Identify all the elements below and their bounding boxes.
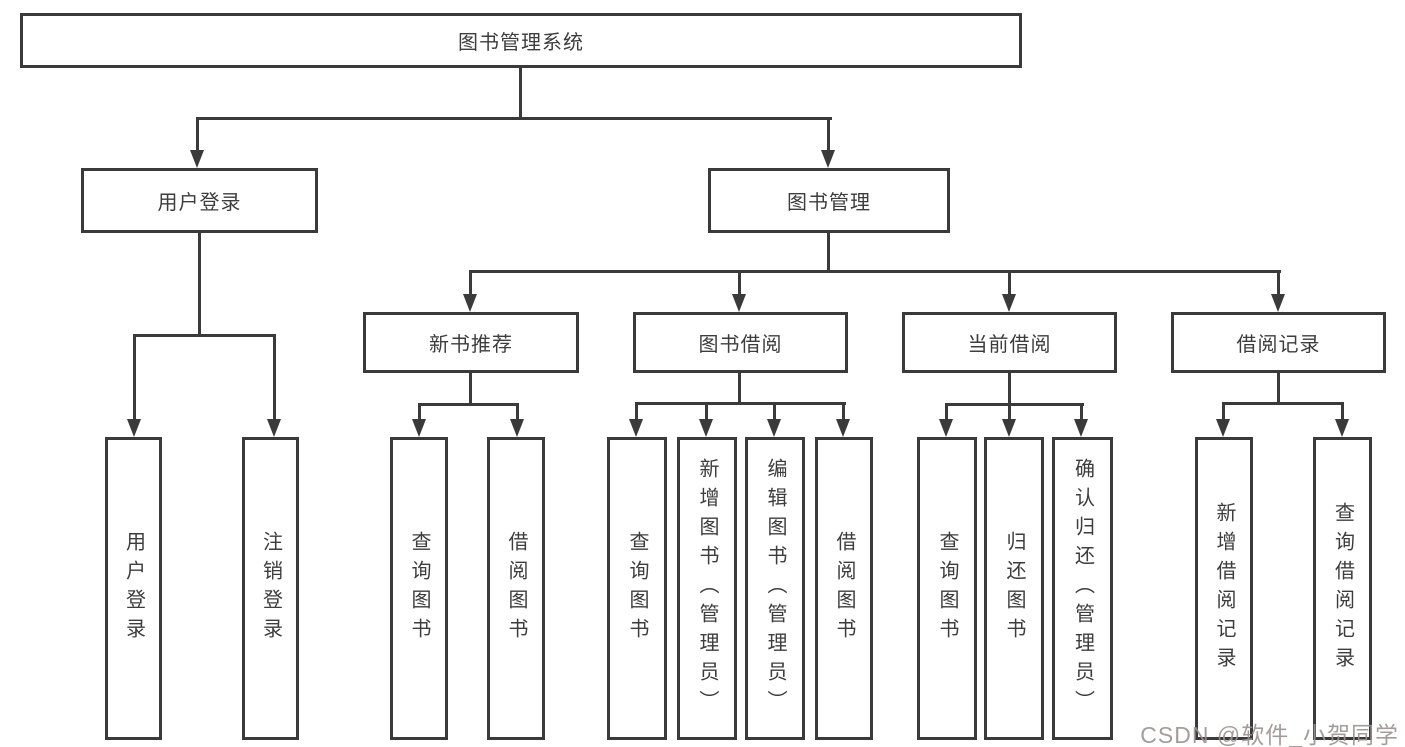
- connector-line: [773, 402, 776, 419]
- node-root-label: 图书管理系统: [458, 32, 584, 54]
- connector-line: [133, 334, 276, 337]
- connector-line: [705, 402, 708, 419]
- node-current-borrow: 当前借阅: [902, 312, 1117, 373]
- leaf-query-books-current-label: 查询图书: [936, 530, 958, 647]
- connector-line: [469, 270, 472, 296]
- arrowhead-icon: [127, 419, 141, 437]
- connector-line: [1008, 373, 1011, 421]
- leaf-query-borrow-record: 查询借阅记录: [1313, 437, 1372, 740]
- leaf-add-book-admin-label: 新增图书（管理员）: [696, 458, 718, 719]
- arrowhead-icon: [699, 419, 713, 437]
- arrowhead-icon: [510, 419, 524, 437]
- leaf-confirm-return-admin-label: 确认归还（管理员）: [1071, 458, 1094, 719]
- arrowhead-icon: [629, 419, 643, 437]
- leaf-query-books-borrow-label: 查询图书: [626, 530, 648, 647]
- arrowhead-icon: [767, 419, 781, 437]
- arrowhead-icon: [836, 419, 850, 437]
- leaf-borrow-books-recommend-label: 借阅图书: [505, 530, 527, 647]
- leaf-add-borrow-record-label: 新增借阅记录: [1213, 501, 1235, 676]
- connector-line: [738, 373, 741, 405]
- connector-line: [196, 117, 832, 120]
- connector-line: [469, 270, 1281, 273]
- connector-line: [738, 270, 741, 296]
- connector-line: [1222, 402, 1225, 419]
- leaf-confirm-return-admin: 确认归还（管理员）: [1052, 437, 1113, 740]
- arrowhead-icon: [1002, 294, 1016, 312]
- leaf-logout: 注销登录: [242, 437, 299, 740]
- connector-line: [519, 68, 522, 119]
- leaf-logout-label: 注销登录: [259, 530, 282, 647]
- connector-line: [827, 117, 830, 150]
- connector-line: [1277, 373, 1280, 405]
- leaf-query-borrow-record-label: 查询借阅记录: [1331, 501, 1354, 676]
- leaf-borrow-books-borrow-label: 借阅图书: [833, 530, 855, 647]
- connector-line: [945, 403, 948, 419]
- connector-line: [273, 334, 276, 419]
- leaf-edit-book-admin: 编辑图书（管理员）: [745, 437, 805, 740]
- leaf-add-borrow-record: 新增借阅记录: [1195, 437, 1253, 740]
- connector-line: [1080, 403, 1083, 419]
- connector-line: [198, 233, 201, 337]
- leaf-borrow-books-recommend: 借阅图书: [487, 437, 545, 740]
- connector-line: [1008, 270, 1011, 296]
- connector-line: [516, 403, 519, 419]
- arrowhead-icon: [1074, 419, 1088, 437]
- leaf-query-books-recommend: 查询图书: [390, 437, 448, 740]
- leaf-add-book-admin: 新增图书（管理员）: [677, 437, 737, 740]
- node-book-borrow: 图书借阅: [633, 312, 848, 373]
- arrowhead-icon: [939, 419, 953, 437]
- leaf-query-books-recommend-label: 查询图书: [408, 530, 430, 647]
- arrowhead-icon: [267, 419, 281, 437]
- node-current-borrow-label: 当前借阅: [967, 334, 1052, 356]
- connector-line: [827, 233, 830, 273]
- node-root: 图书管理系统: [20, 13, 1022, 68]
- node-book-borrow-label: 图书借阅: [698, 334, 783, 356]
- arrowhead-icon: [463, 294, 477, 312]
- connector-line: [945, 403, 1084, 406]
- leaf-edit-book-admin-label: 编辑图书（管理员）: [764, 458, 786, 719]
- csdn-watermark: CSDN @软件_小贺同学: [1140, 722, 1399, 747]
- node-new-book-recommend: 新书推荐: [363, 312, 579, 373]
- connector-line: [1222, 402, 1344, 405]
- arrowhead-icon: [1216, 419, 1230, 437]
- node-book-management-label: 图书管理: [787, 192, 871, 214]
- leaf-query-books-current: 查询图书: [917, 437, 977, 740]
- arrowhead-icon: [1271, 294, 1285, 312]
- arrowhead-icon: [412, 419, 426, 437]
- arrowhead-icon: [190, 150, 204, 168]
- node-borrow-records: 借阅记录: [1171, 312, 1386, 373]
- connector-line: [1341, 402, 1344, 419]
- connector-line: [133, 334, 136, 419]
- connector-line: [469, 373, 472, 406]
- leaf-borrow-books-borrow: 借阅图书: [815, 437, 873, 740]
- leaf-query-books-borrow: 查询图书: [607, 437, 667, 740]
- connector-line: [418, 403, 519, 406]
- arrowhead-icon: [1335, 419, 1349, 437]
- leaf-user-login-label: 用户登录: [122, 530, 145, 647]
- connector-line: [842, 402, 845, 419]
- connector-line: [635, 402, 638, 419]
- node-borrow-records-label: 借阅记录: [1236, 334, 1321, 356]
- node-book-management: 图书管理: [708, 168, 950, 233]
- arrowhead-icon: [732, 294, 746, 312]
- leaf-return-books-label: 归还图书: [1003, 530, 1025, 647]
- node-new-book-recommend-label: 新书推荐: [429, 334, 513, 356]
- connector-line: [635, 402, 846, 405]
- arrowhead-icon: [821, 150, 835, 168]
- leaf-return-books: 归还图书: [984, 437, 1044, 740]
- connector-line: [196, 117, 199, 150]
- connector-line: [1277, 270, 1280, 296]
- leaf-user-login: 用户登录: [105, 437, 162, 740]
- node-user-login-label: 用户登录: [157, 192, 242, 214]
- connector-line: [418, 403, 421, 419]
- node-user-login-branch: 用户登录: [81, 168, 318, 233]
- arrowhead-icon: [1002, 419, 1016, 437]
